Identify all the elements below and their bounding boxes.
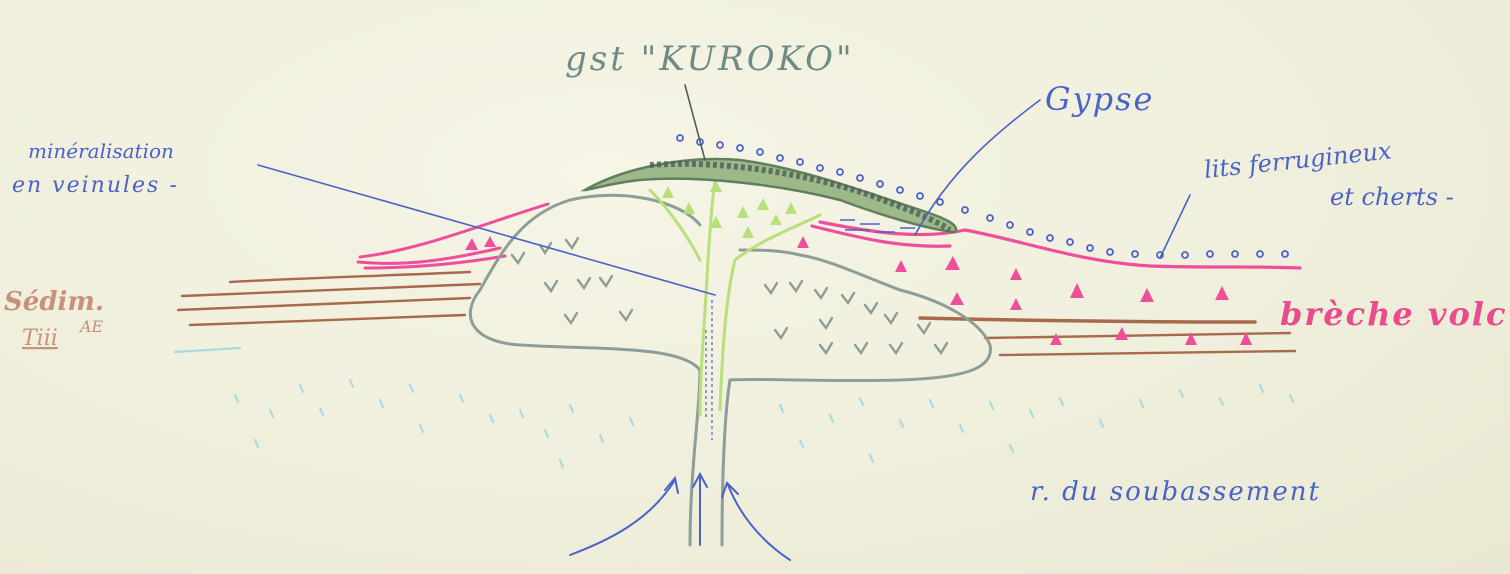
kuroko-label: gst "KUROKO" (565, 39, 855, 79)
pink-layer-right (812, 222, 1300, 268)
gypse-label: Gypse (1045, 80, 1154, 118)
sedim-label: Sédim. (4, 287, 104, 317)
breche-label: brèche volc. (1280, 295, 1510, 333)
blue-vein (706, 300, 712, 440)
sediment-layers-left (178, 272, 480, 325)
sediment-layers-right (920, 318, 1295, 355)
veinules-label: en veinules - (12, 173, 179, 198)
cherts-label: et cherts - (1330, 183, 1454, 211)
mineralisation-leader (258, 165, 715, 295)
lits-leader (1160, 195, 1190, 258)
lits-ferrugineux-label: lits ferrugineux (1203, 136, 1393, 184)
kuroko-leader (685, 85, 705, 160)
sedim-tiii-label: Tiii (22, 326, 58, 351)
socle-label: r. du soubassement (1030, 477, 1321, 507)
mineralisation-label: minéralisation (28, 139, 174, 163)
fluid-arrows (570, 474, 790, 560)
basement-dots (175, 348, 1293, 467)
pink-triangles-left (465, 236, 496, 250)
sedim-sup-label: AE (78, 317, 104, 336)
kuroko-ore-body (585, 159, 956, 232)
